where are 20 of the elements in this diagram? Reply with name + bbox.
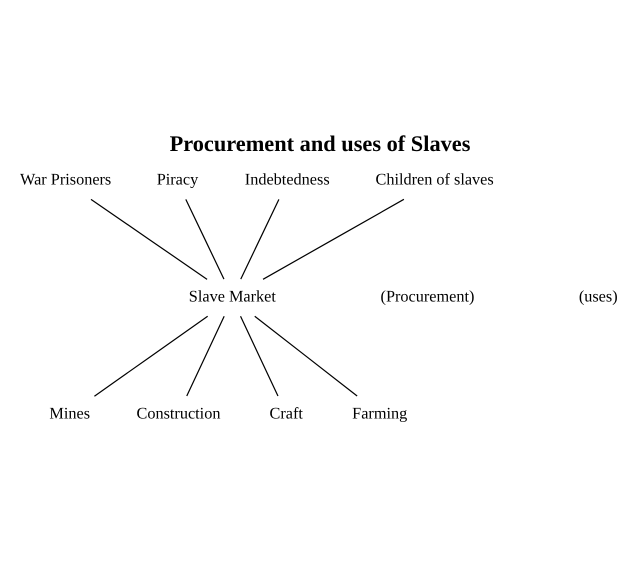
- node-text: Craft: [270, 404, 303, 422]
- node-text: War Prisoners: [20, 170, 112, 188]
- connector: [185, 198, 224, 279]
- connector: [254, 315, 358, 396]
- node-text: Construction: [136, 404, 220, 422]
- connector: [94, 315, 208, 396]
- label: (Procurement): [380, 287, 474, 306]
- node-text: Mines: [49, 404, 90, 422]
- node-text: Farming: [352, 404, 408, 422]
- node-text: Slave Market: [188, 287, 276, 306]
- node-text: Piracy: [156, 170, 198, 188]
- connector: [262, 198, 404, 280]
- connector: [240, 315, 279, 396]
- label: (uses): [578, 287, 618, 306]
- diagram-title: Procurement and uses of Slaves: [170, 130, 470, 156]
- node-text: Indebtedness: [244, 170, 330, 188]
- connector: [90, 198, 208, 280]
- connector: [186, 315, 225, 396]
- node-text: Children of slaves: [375, 170, 494, 188]
- connector: [240, 198, 280, 279]
